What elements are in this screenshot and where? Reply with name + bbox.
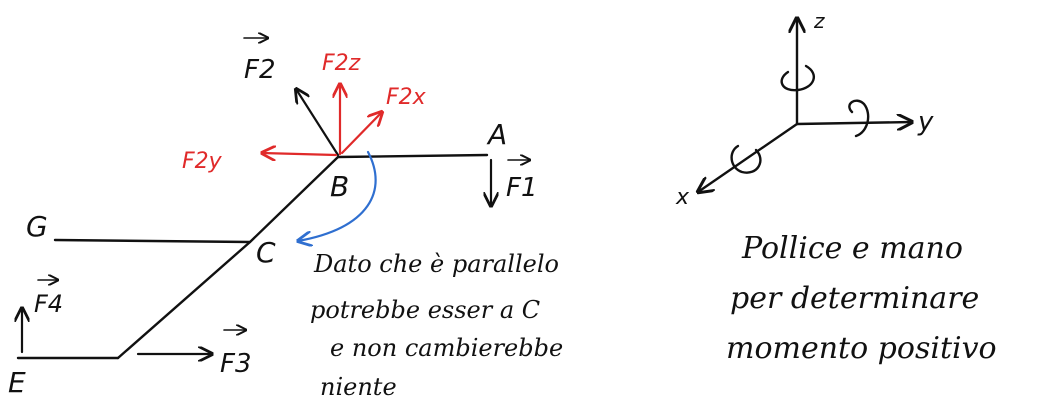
label-C: C bbox=[256, 236, 276, 269]
caption-line-3: momento positivo bbox=[726, 331, 997, 366]
label-F2z: F2z bbox=[322, 51, 361, 76]
label-F4: F4 bbox=[34, 290, 63, 318]
axis-x-label: x bbox=[675, 185, 690, 210]
beam-BCE bbox=[116, 155, 340, 360]
beam-GC bbox=[53, 238, 252, 244]
note-line-3: e non cambierebbe bbox=[330, 334, 563, 362]
label-F3: F3 bbox=[220, 349, 252, 379]
label-F2y: F2y bbox=[182, 149, 223, 174]
label-F2x: F2x bbox=[386, 85, 427, 110]
axis-z-label: z bbox=[813, 9, 825, 33]
label-F2: F2 bbox=[244, 55, 276, 85]
label-A: A bbox=[486, 118, 507, 151]
axis-y-label: y bbox=[917, 107, 934, 137]
label-F1: F1 bbox=[506, 173, 538, 203]
label-E: E bbox=[8, 366, 26, 399]
note-line-1: Dato che è parallelo bbox=[313, 250, 559, 278]
beam-BA bbox=[336, 153, 489, 159]
note-line-4: niente bbox=[320, 373, 397, 401]
x-rotation-icon bbox=[730, 144, 762, 174]
y-rotation-icon bbox=[848, 99, 870, 138]
f2x-arrow bbox=[340, 112, 382, 155]
f2-arrow bbox=[296, 89, 340, 157]
caption-line-2: per determinare bbox=[730, 281, 979, 316]
x-axis bbox=[698, 122, 799, 192]
transport-arrow bbox=[298, 150, 377, 241]
y-axis bbox=[795, 122, 912, 124]
label-B: B bbox=[330, 170, 349, 203]
label-G: G bbox=[26, 210, 48, 243]
z-rotation-icon bbox=[780, 64, 816, 92]
caption-line-1: Pollice e mano bbox=[741, 231, 963, 266]
note-line-2: potrebbe esser a C bbox=[310, 296, 540, 324]
f2y-arrow bbox=[262, 153, 338, 155]
